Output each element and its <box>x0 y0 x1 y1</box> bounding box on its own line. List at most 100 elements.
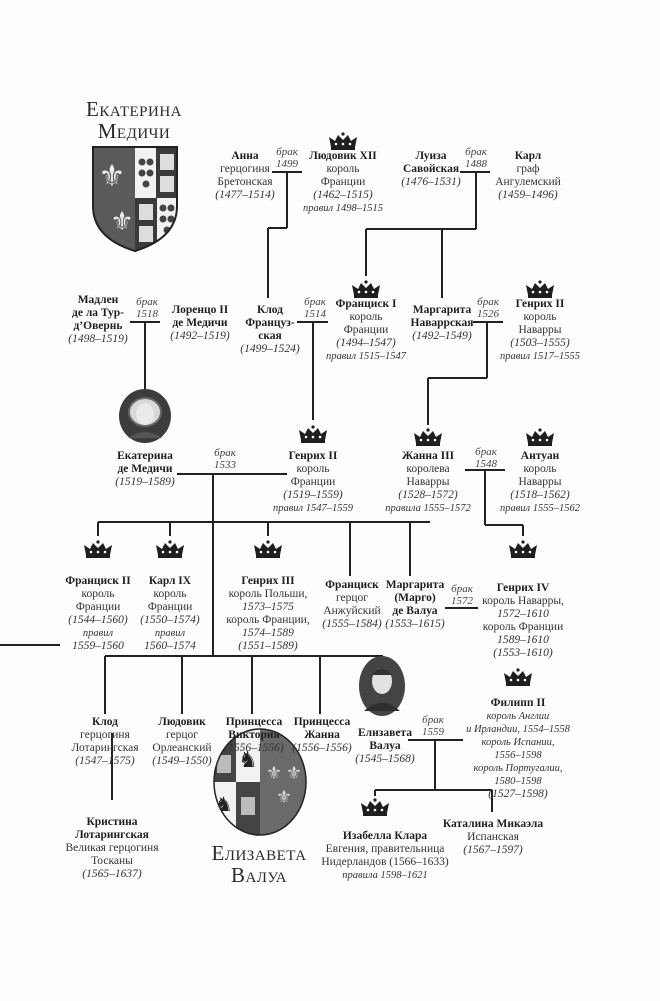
svg-text:⚜: ⚜ <box>276 787 292 808</box>
person-detail: (1556–1556) <box>292 742 352 754</box>
person-detail: правил 1515–1547 <box>325 351 407 362</box>
marriage-text: брак <box>465 146 487 158</box>
person-name: Людовик <box>158 716 206 728</box>
marriage-text: 1559 <box>422 726 444 738</box>
marriage-text: брак <box>276 146 298 158</box>
person-detail: герцогиня <box>220 163 270 175</box>
person-name: Каталина Микаэла <box>442 818 544 830</box>
marriage-text: 1572 <box>451 595 473 607</box>
person-name: Анна <box>231 150 259 162</box>
crown-icon <box>509 540 537 558</box>
person-detail: (1556–1556) <box>224 742 284 754</box>
person-detail: (1462–1515) <box>313 189 373 201</box>
person-detail: (1567–1597) <box>463 844 523 856</box>
title-line: Валуа <box>230 863 288 887</box>
person-detail: правил <box>82 628 114 639</box>
person-detail: правил <box>154 628 186 639</box>
person-detail: (1553–1610) <box>493 647 553 659</box>
person-detail: (1477–1514) <box>215 189 275 201</box>
person-name: Маргарита <box>385 579 445 591</box>
person-detail: Тосканы <box>91 855 133 867</box>
person-detail: Валуа <box>369 740 401 752</box>
catherine-medici-title: Екатерина Медичи <box>86 98 182 142</box>
crown-icon <box>329 132 357 150</box>
marriage-text: 1548 <box>475 458 497 470</box>
person-name: Лоренцо II <box>171 304 229 316</box>
person-name: Кристина <box>86 816 138 828</box>
person-detail: Франции <box>290 476 336 488</box>
person-detail: король Польши, <box>228 588 308 600</box>
person-detail: правил 1547–1559 <box>272 503 354 514</box>
svg-text:♞: ♞ <box>238 748 258 773</box>
crown-icon <box>156 540 184 558</box>
person-margot: Маргарита(Марго)де Валуа(1553–1615) <box>385 579 444 631</box>
person-detail: Франции <box>147 601 193 613</box>
crown-icon <box>254 540 282 558</box>
person-detail: Франции <box>75 601 121 613</box>
person-detail: 1574–1589 <box>242 627 294 639</box>
person-name: Екатерина <box>117 450 173 462</box>
person-detail: ская <box>258 330 282 342</box>
person-detail: король <box>81 588 115 600</box>
person-detail: (1494–1547) <box>336 337 396 349</box>
person-detail: 1559–1560 <box>72 640 124 652</box>
person-detail: д’Овернь <box>73 320 123 332</box>
person-detail: Франции <box>320 176 366 188</box>
person-detail: Ангулемский <box>495 176 561 188</box>
crown-icon <box>299 425 327 443</box>
person-detail: Анжуйский <box>323 605 381 617</box>
person-detail: 1572–1610 <box>497 608 549 620</box>
person-detail: правил 1498–1515 <box>302 203 384 214</box>
person-name: Принцесса <box>293 716 351 728</box>
person-detail: король Англии <box>486 711 550 722</box>
marriage-text: брак <box>304 296 326 308</box>
person-detail: (1499–1524) <box>240 343 300 355</box>
svg-text:⚜: ⚜ <box>286 763 302 784</box>
marriage-text: брак <box>214 447 236 459</box>
person-detail: Франции <box>343 324 389 336</box>
title-line: Елизавета <box>211 841 307 865</box>
person-detail: де ла Тур- <box>72 307 124 319</box>
person-name: Изабелла Клара <box>342 830 428 842</box>
marriage-text: брак <box>451 583 473 595</box>
person-name: Мадлен <box>77 294 119 306</box>
crown-icon <box>84 540 112 558</box>
person-detail: герцог <box>335 592 369 604</box>
catherine-portrait <box>119 389 171 443</box>
crown-icon <box>526 280 554 298</box>
person-detail: король Португалии, <box>473 763 563 774</box>
marriage-text: 1526 <box>477 308 499 320</box>
person-detail: Бретонская <box>217 176 273 188</box>
marriage-text: 1518 <box>136 308 158 320</box>
person-detail: Виктория <box>228 729 280 741</box>
marriage-text: 1499 <box>276 158 298 170</box>
person-detail: 1556–1598 <box>494 750 542 761</box>
elisabeth-valois-coat-of-arms: ♞ ♞ ⚜ ⚜ ⚜ <box>213 728 307 836</box>
svg-text:⚜: ⚜ <box>99 159 126 194</box>
person-detail: (1544–1560) <box>68 614 128 626</box>
person-detail: (1547–1575) <box>75 755 135 767</box>
person-detail: Лотарингская <box>71 742 139 754</box>
marriage-text: брак <box>136 296 158 308</box>
person-name: Карл <box>514 150 542 162</box>
